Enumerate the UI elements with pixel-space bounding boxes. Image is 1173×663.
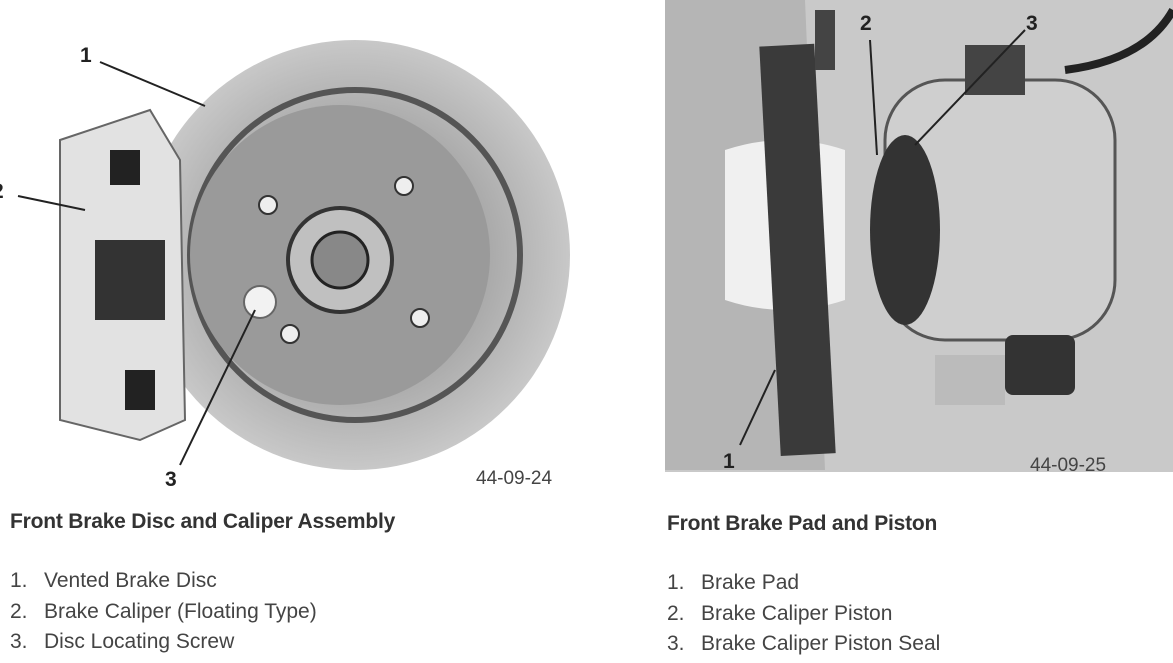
right-caption-title: Front Brake Pad and Piston: [667, 512, 938, 535]
left-caption-title: Front Brake Disc and Caliper Assembly: [10, 510, 396, 533]
list-item: 3.Disc Locating Screw: [10, 630, 235, 653]
list-item: 2.Brake Caliper (Floating Type): [10, 599, 317, 623]
left-figure-number: 44-09-24: [476, 468, 553, 489]
right-parts-list: 1.Brake Pad 2.Brake Caliper Piston 3.Bra…: [667, 568, 940, 660]
list-item: 1.Vented Brake Disc: [10, 569, 217, 592]
list-item: 3.Brake Caliper Piston Seal: [667, 632, 941, 655]
right-callout-3: 3: [1026, 12, 1038, 35]
left-callout-1: 1: [80, 44, 92, 67]
right-figure-number: 44-09-25: [1030, 455, 1107, 476]
brake-pad-photo: [665, 0, 1173, 472]
brake-disc-photo: [17, 40, 570, 470]
left-parts-list: 1.Vented Brake Disc 2.Brake Caliper (Flo…: [10, 566, 317, 658]
list-item: 1.Brake Pad: [667, 571, 800, 594]
left-callout-2: 2: [0, 180, 4, 204]
left-callout-3: 3: [165, 468, 177, 491]
right-callout-2: 2: [860, 12, 872, 35]
list-item: 2.Brake Caliper Piston: [667, 601, 893, 625]
right-callout-1: 1: [723, 450, 735, 473]
